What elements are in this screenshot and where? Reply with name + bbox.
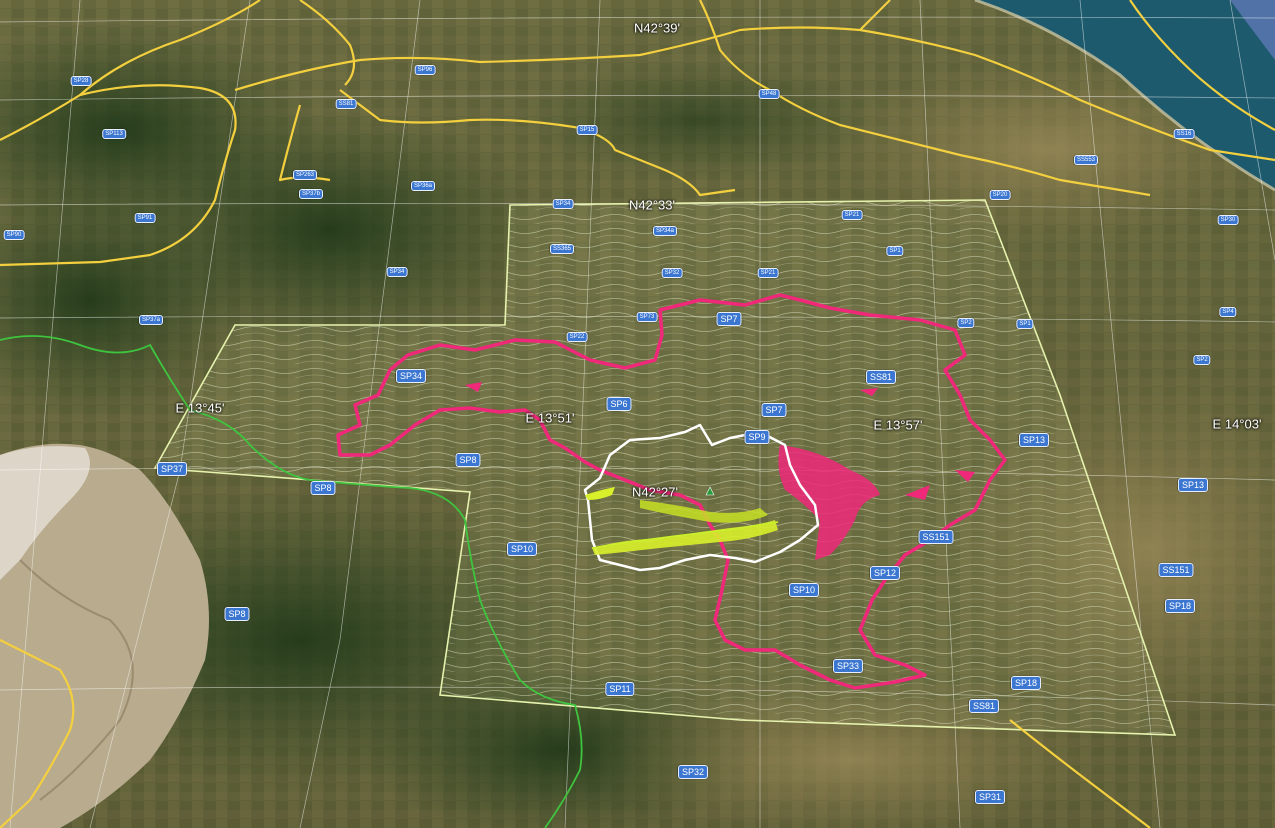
- road-label-sp263[interactable]: SP263: [292, 170, 318, 180]
- location-marker-icon: [705, 486, 715, 496]
- road-label-sp8[interactable]: SP8: [224, 607, 250, 621]
- road-label-sp10[interactable]: SP10: [506, 542, 538, 556]
- road-label-ss151[interactable]: SS151: [918, 530, 954, 544]
- road-label-sp21-north[interactable]: SP21: [841, 210, 863, 220]
- road-label-ss81[interactable]: SS81: [968, 699, 1000, 713]
- road-label-sp37[interactable]: SP37: [156, 462, 188, 476]
- administrative-boundary: [0, 335, 583, 828]
- road-label-sp34[interactable]: SP34: [395, 369, 427, 383]
- road-label-sp32[interactable]: SP32: [677, 765, 709, 779]
- adriatic-sea: [975, 0, 1275, 190]
- road-label-sp15[interactable]: SP15: [576, 125, 598, 135]
- road-label-sp22[interactable]: SP22: [566, 332, 588, 342]
- road-label-sp6[interactable]: SP6: [606, 397, 632, 411]
- road-label-sp13[interactable]: SP13: [1177, 478, 1209, 492]
- road-label-sp1[interactable]: SP1: [886, 246, 904, 256]
- road-label-sp8[interactable]: SP8: [455, 453, 481, 467]
- road-label-ss365[interactable]: SS365: [549, 244, 575, 254]
- road-label-sp7[interactable]: SP7: [761, 403, 787, 417]
- mountain-rock-area: [0, 443, 209, 828]
- road-label-sp18[interactable]: SP18: [1164, 599, 1196, 613]
- road-label-sp73[interactable]: SP73: [636, 312, 658, 322]
- road-label-sp11[interactable]: SP11: [605, 682, 635, 696]
- road-label-sp31[interactable]: SP31: [974, 790, 1006, 804]
- mountain-snow-ridge: [0, 446, 90, 580]
- latitude-label-n42-27: N42°27': [632, 484, 678, 500]
- road-label-sp48[interactable]: SP48: [758, 89, 780, 99]
- latitude-label-n42-39: N42°39': [634, 20, 680, 36]
- latitude-label-n42-33: N42°33': [629, 197, 675, 213]
- road-label-sp96[interactable]: SP96: [414, 65, 436, 75]
- road-label-ss16[interactable]: SS16: [1173, 129, 1195, 139]
- sea-edge-glare: [1230, 0, 1275, 60]
- study-area-polygon: [153, 199, 1177, 736]
- road-label-ss81[interactable]: SS81: [865, 370, 897, 384]
- road-label-sp90[interactable]: SP90: [3, 230, 25, 240]
- road-label-sp30[interactable]: SP30: [1217, 215, 1239, 225]
- road-label-sp33[interactable]: SP33: [832, 659, 864, 673]
- road-label-sp37b[interactable]: SP37b: [298, 189, 324, 199]
- road-label-ss151[interactable]: SS151: [1158, 563, 1194, 577]
- road-label-sp12[interactable]: SP12: [869, 566, 901, 580]
- road-label-sp91[interactable]: SP91: [134, 213, 156, 223]
- road-label-sp36a[interactable]: SP36a: [410, 181, 436, 191]
- road-label-sp37a[interactable]: SP37a: [138, 315, 164, 325]
- road-label-sp34a[interactable]: SP34a: [652, 226, 678, 236]
- road-label-sp28[interactable]: SP28: [70, 76, 92, 86]
- road-label-sp20[interactable]: SP20: [989, 190, 1011, 200]
- watershed-subareas: [465, 382, 975, 560]
- road-label-sp13[interactable]: SP13: [1018, 433, 1050, 447]
- catchment-basin-outline: [583, 423, 820, 572]
- longitude-label-e13-51: E 13°51': [525, 410, 575, 426]
- coastline: [974, 0, 1275, 192]
- road-label-ss553[interactable]: SS553: [1073, 155, 1099, 165]
- road-label-sp4[interactable]: SP4: [1219, 307, 1237, 317]
- road-label-sp1[interactable]: SP1: [1016, 319, 1034, 329]
- road-label-sp9[interactable]: SP9: [744, 430, 770, 444]
- road-label-sp32-north[interactable]: SP32: [661, 268, 683, 278]
- road-label-sp21[interactable]: SP21: [757, 268, 779, 278]
- road-label-sp2[interactable]: SP2: [1193, 355, 1211, 365]
- road-label-sp8[interactable]: SP8: [310, 481, 336, 495]
- road-label-sp34[interactable]: SP34: [552, 199, 574, 209]
- longitude-label-e13-57: E 13°57': [873, 417, 923, 433]
- longitude-label-e13-45: E 13°45': [175, 400, 225, 416]
- road-label-sp2[interactable]: SP2: [957, 318, 975, 328]
- road-label-sp7[interactable]: SP7: [716, 312, 742, 326]
- longitude-label-e14-03: E 14°03': [1212, 416, 1262, 432]
- road-label-sp34[interactable]: SP34: [386, 267, 408, 277]
- road-label-sp113[interactable]: SP113: [102, 129, 126, 139]
- stream-channels: [585, 487, 779, 555]
- road-label-sp10[interactable]: SP10: [788, 583, 820, 597]
- road-label-ss81-north[interactable]: SS81: [335, 99, 357, 109]
- road-label-sp18[interactable]: SP18: [1010, 676, 1042, 690]
